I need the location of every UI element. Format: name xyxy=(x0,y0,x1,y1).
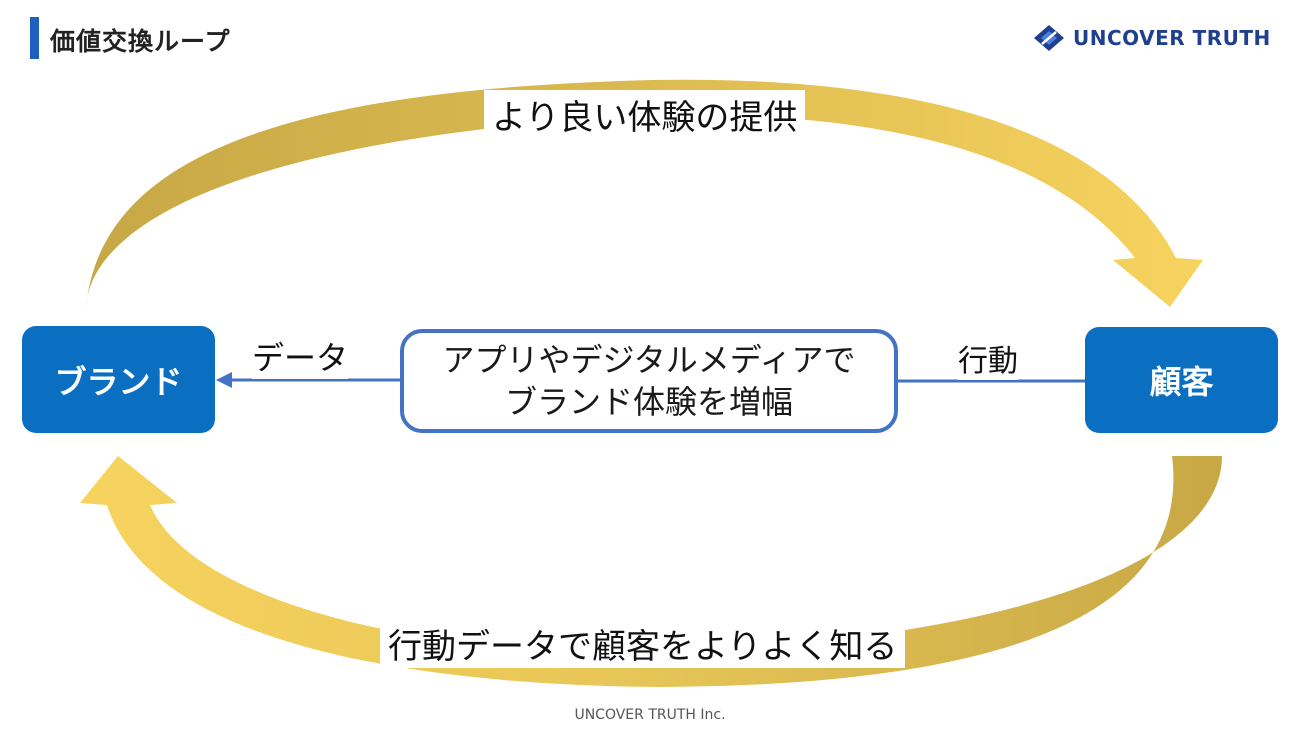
flow-label-data: データ xyxy=(252,333,349,379)
flow-label-top: より良い体験の提供 xyxy=(484,90,806,139)
footer-copyright: UNCOVER TRUTH Inc. xyxy=(574,707,726,723)
center-box-line-1: アプリやデジタルメディアで xyxy=(442,341,856,379)
data-arrowhead-icon xyxy=(216,372,232,388)
title-accent-bar xyxy=(30,17,39,59)
diamond-logo-icon xyxy=(1034,25,1064,51)
flow-label-action: 行動 xyxy=(958,336,1018,380)
brand-logo: UNCOVER TRUTH xyxy=(1033,24,1271,52)
node-customer: 顧客 xyxy=(1085,327,1278,433)
flow-label-bottom: 行動データで顧客をよりよく知る xyxy=(380,619,906,668)
center-box-digital-media: アプリやデジタルメディアで ブランド体験を増幅 xyxy=(400,329,898,433)
arrow-bottom-customer-to-brand xyxy=(80,456,1222,687)
page-title: 価値交換ループ xyxy=(50,27,231,56)
center-box-line-2: ブランド体験を増幅 xyxy=(504,383,793,421)
logo-text: UNCOVER TRUTH xyxy=(1073,26,1271,50)
arrow-top-brand-to-customer xyxy=(86,79,1203,307)
node-brand: ブランド xyxy=(22,326,215,433)
